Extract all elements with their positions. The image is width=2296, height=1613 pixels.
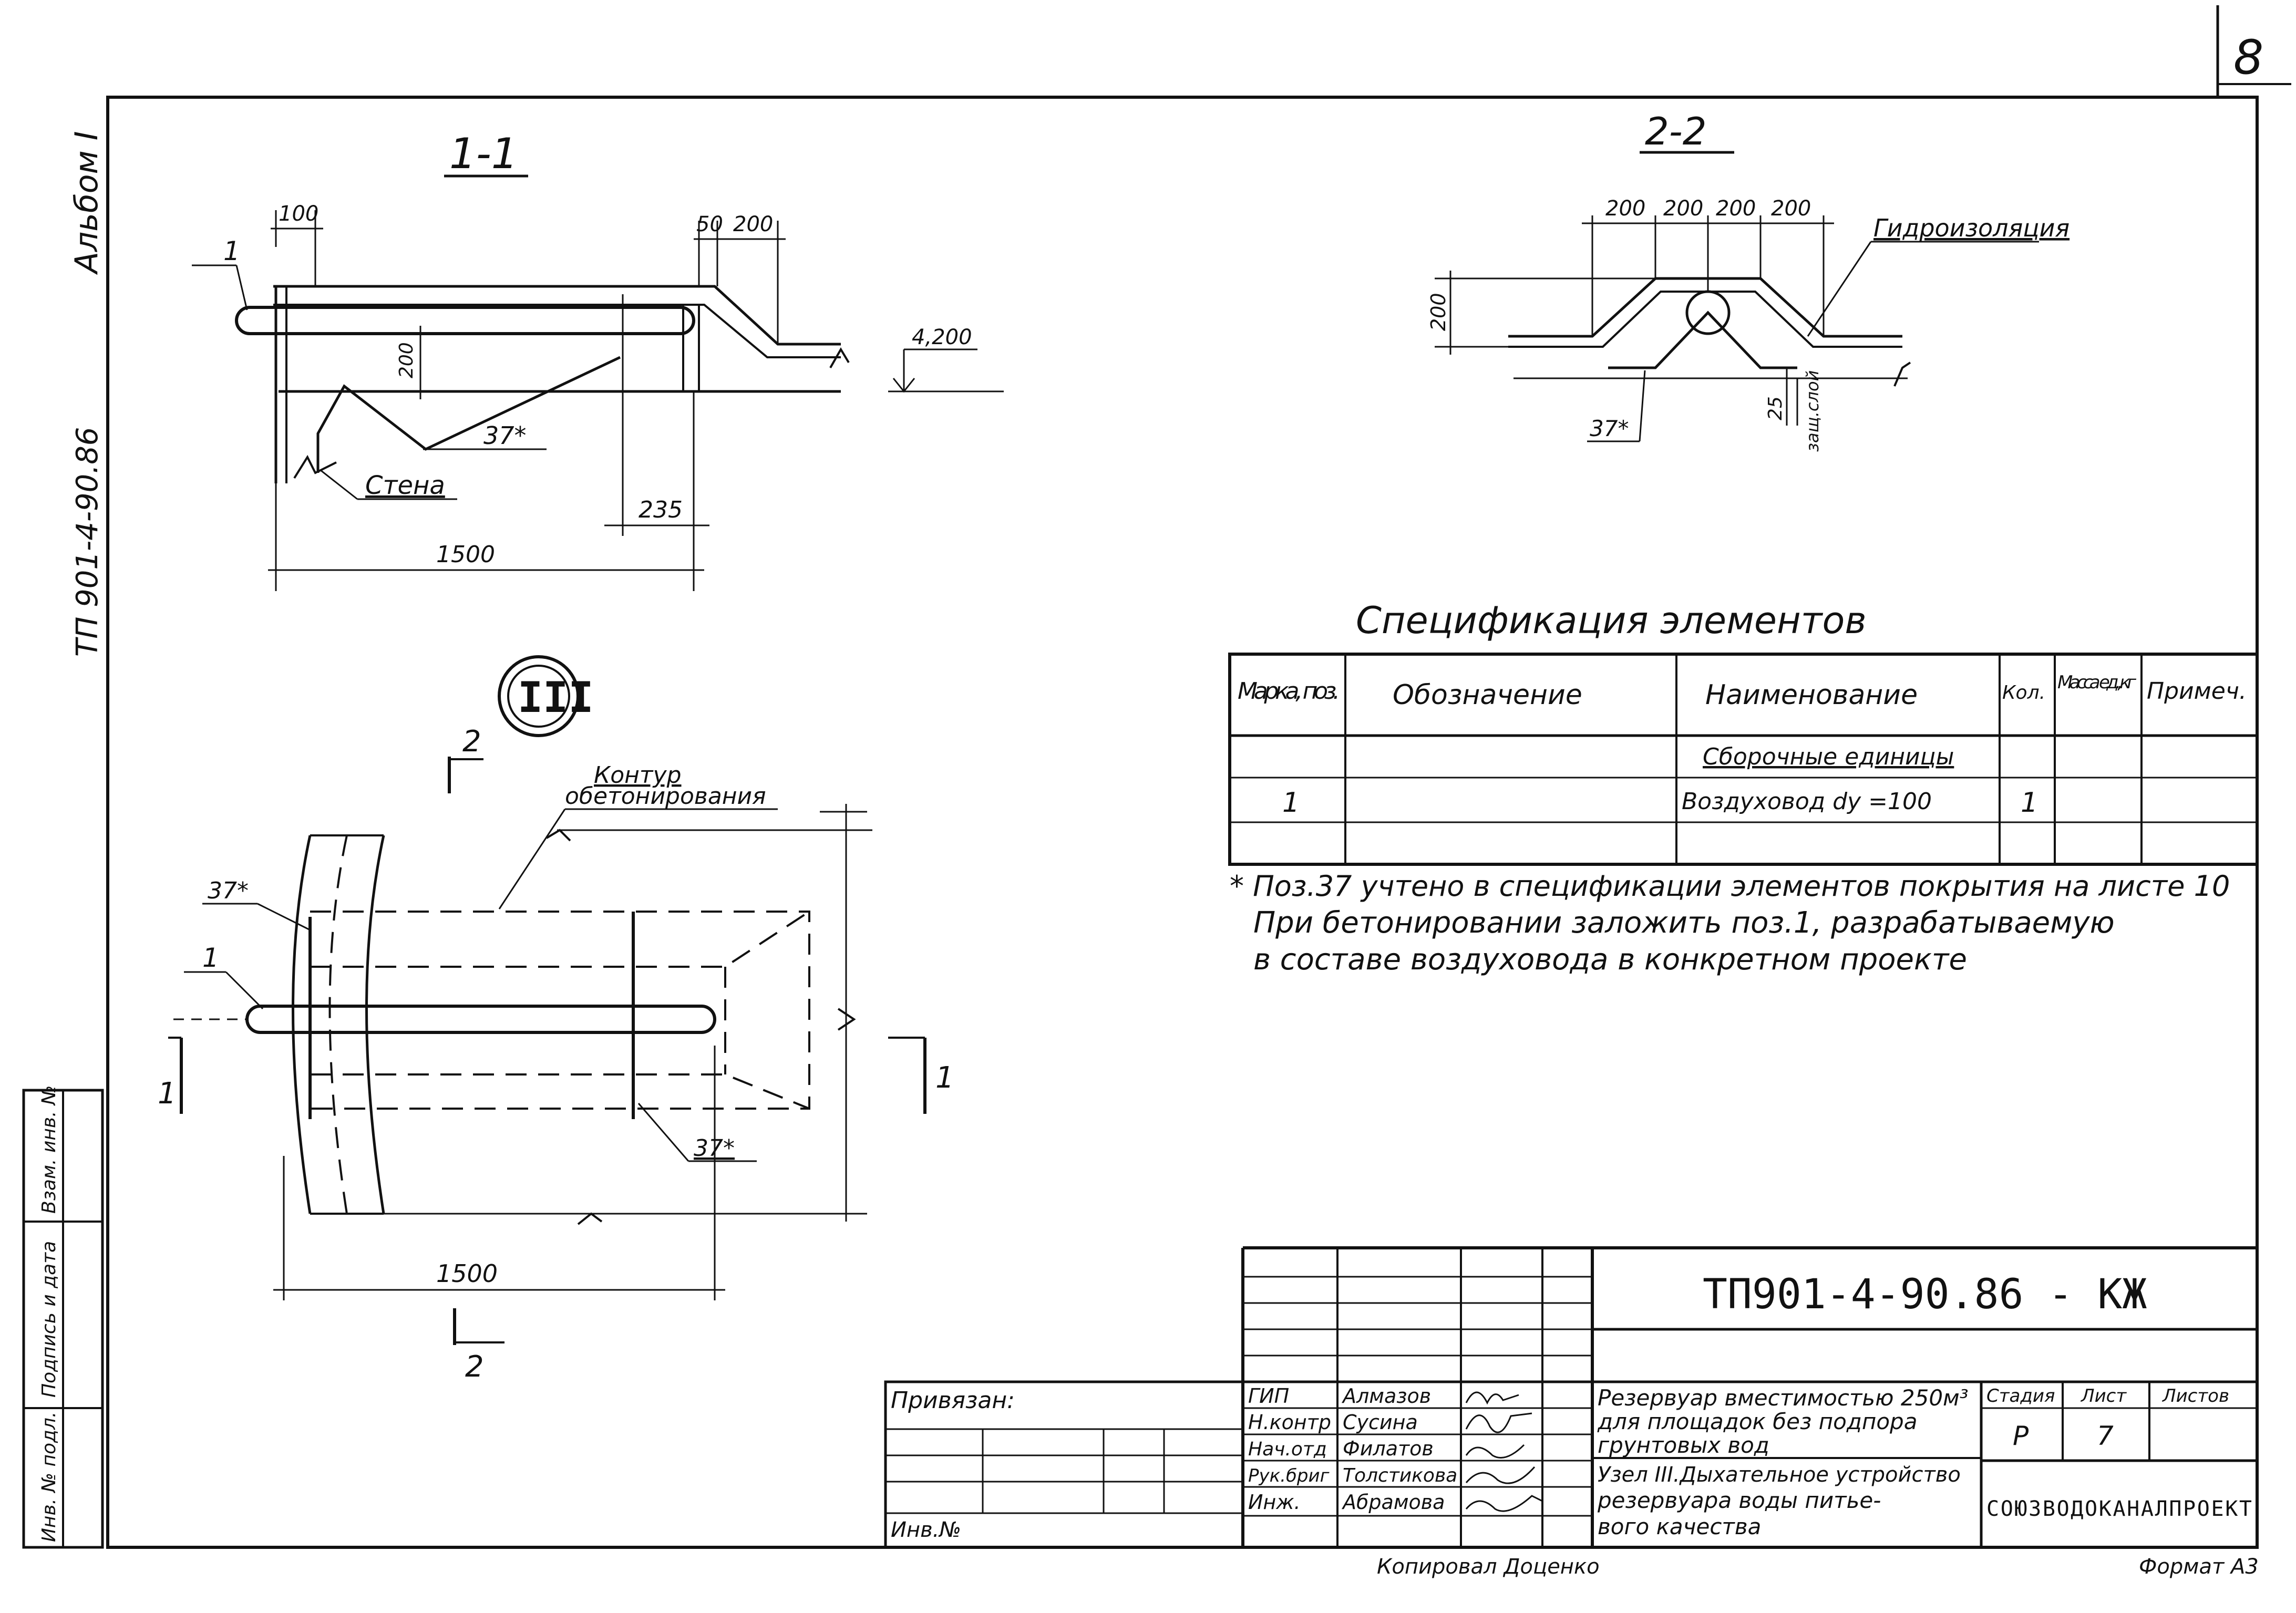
- spec-header-name: Наименование: [1705, 679, 1918, 711]
- dim-1500-plan: 1500: [436, 1259, 498, 1288]
- pos-37-label: 37*: [483, 421, 527, 450]
- pos-37-label-22: 37*: [1590, 416, 1629, 441]
- contour-label-line2: обетонирования: [565, 783, 766, 810]
- format-label: Формат А3: [2139, 1555, 2259, 1579]
- role-gip: ГИП: [1248, 1384, 1289, 1408]
- stage-value: Р: [2013, 1421, 2029, 1451]
- organization: СОЮЗВОДОКАНАЛПРОЕКТ: [1986, 1497, 2252, 1521]
- sheet-line3: вого качества: [1598, 1514, 1761, 1539]
- cut-1-right: 1: [935, 1061, 954, 1095]
- node-marker-label: III: [518, 673, 594, 722]
- spec-row-qty: 1: [2021, 787, 2038, 819]
- inv-no-label: Инв.№: [891, 1518, 961, 1542]
- cut-2-bottom: 2: [465, 1350, 484, 1384]
- object-line3: грунтовых вод: [1598, 1432, 1769, 1458]
- elevation-label: 4,200: [912, 325, 972, 349]
- role-rukbrig: Рук.бриг: [1248, 1465, 1330, 1486]
- stamp-signature-date: Подпись и дата: [38, 1241, 60, 1398]
- sheets-label: Листов: [2161, 1385, 2229, 1407]
- sheet-number: 8: [2233, 30, 2263, 85]
- spec-header-note: Примеч.: [2147, 678, 2247, 705]
- sheet-value: 7: [2097, 1421, 2114, 1451]
- section-1-1: 1-1 100 50 200 200 4,200: [192, 129, 1004, 591]
- album-label: Альбом I: [68, 131, 105, 276]
- object-line2: для площадок без подпора: [1597, 1409, 1917, 1434]
- doc-code: ТП901-4-90.86 - КЖ: [1703, 1271, 2147, 1318]
- spec-header-mass: Масса ед.,кг: [2057, 672, 2137, 693]
- dim-top-3: 200: [1716, 197, 1756, 221]
- dim-25: 25: [1765, 396, 1786, 420]
- stamp-inv-no: Инв. № подл.: [38, 1412, 60, 1542]
- name-abramova: Абрамова: [1341, 1491, 1445, 1514]
- name-filatov: Филатов: [1343, 1437, 1434, 1460]
- stage-label: Стадия: [1986, 1385, 2055, 1407]
- name-susina: Сусина: [1343, 1411, 1418, 1434]
- protective-layer-label: защ.слой: [1803, 370, 1823, 452]
- node-marker-circle: [498, 655, 580, 737]
- name-almazov: Алмазов: [1341, 1384, 1431, 1408]
- node-3-plan: III 2 2 1 1: [158, 655, 954, 1384]
- dim-235: 235: [639, 497, 683, 523]
- spec-title: Спецификация элементов: [1356, 599, 1867, 642]
- sheet-line2: резервуара воды питье-: [1597, 1487, 1881, 1513]
- title-block: ТП901-4-90.86 - КЖ Привязан: Инв.№ ГИП Н…: [884, 1246, 2257, 1549]
- dim-200-vertical-22: 200: [1427, 293, 1450, 331]
- sheet-line1: Узел III.Дыхательное устройство: [1598, 1463, 1961, 1487]
- dim-100: 100: [279, 202, 318, 226]
- role-inzh: Инж.: [1248, 1491, 1301, 1514]
- dim-1500-section: 1500: [436, 541, 495, 568]
- dim-50: 50: [696, 212, 723, 236]
- spec-row-name: Воздуховод dy =100: [1682, 788, 1932, 815]
- dim-top-2: 200: [1663, 197, 1703, 221]
- dim-200-vertical: 200: [396, 342, 417, 378]
- wall-label: Стена: [365, 471, 445, 500]
- pos-1-plan: 1: [202, 943, 219, 973]
- pos-37-plan-right: 37*: [694, 1135, 735, 1162]
- section-1-1-title: 1-1: [449, 129, 518, 178]
- spec-row-mark: 1: [1282, 787, 1300, 819]
- object-line1: Резервуар вместимостью 250м³: [1598, 1385, 1969, 1411]
- cut-2-top: 2: [462, 725, 481, 759]
- pos-1-label: 1: [223, 236, 240, 266]
- left-stamp: Инв. № подл. Подпись и дата Взам. инв. №: [22, 1085, 104, 1549]
- spec-header-qty: Кол.: [2002, 682, 2045, 704]
- cut-1-left: 1: [158, 1077, 177, 1111]
- section-2-2: 2-2 200 200 200 200 200 Гидроизоляция 37…: [1427, 109, 2070, 452]
- dim-top-4: 200: [1771, 197, 1811, 221]
- waterproofing-label: Гидроизоляция: [1873, 214, 2070, 242]
- name-tolstikova: Толстикова: [1343, 1465, 1457, 1486]
- stamp-replace-inv: Взам. инв. №: [38, 1085, 60, 1214]
- signatures: [1465, 1391, 1543, 1512]
- spec-note-line2: При бетонировании заложить поз.1, разраб…: [1253, 906, 2115, 940]
- pos-37-plan-left: 37*: [208, 877, 249, 904]
- side-doc-code: ТП 901-4-90.86: [70, 427, 105, 657]
- spec-note-line1: * Поз.37 учтено в спецификации элементов…: [1230, 870, 2230, 903]
- dim-200: 200: [733, 212, 773, 236]
- section-2-2-title: 2-2: [1645, 109, 1707, 153]
- contour-label-line1: Контур: [594, 762, 682, 789]
- spec-header-mark: Марка, поз.: [1238, 678, 1340, 705]
- copied-by: Копировал Доценко: [1377, 1555, 1600, 1579]
- spec-header-designation: Обозначение: [1393, 679, 1582, 711]
- dim-top-1: 200: [1605, 197, 1645, 221]
- specification: Спецификация элементов Марка, поз. Обозн…: [1228, 599, 2259, 977]
- spec-group-row: Сборочные единицы: [1703, 743, 1954, 770]
- role-nkontr: Н.контр: [1248, 1411, 1331, 1434]
- bound-label: Привязан:: [891, 1387, 1015, 1414]
- sheet-label: Лист: [2080, 1385, 2127, 1407]
- role-nachotd: Нач.отд: [1248, 1439, 1327, 1460]
- spec-note-line3: в составе воздуховода в конкретном проек…: [1253, 943, 1967, 977]
